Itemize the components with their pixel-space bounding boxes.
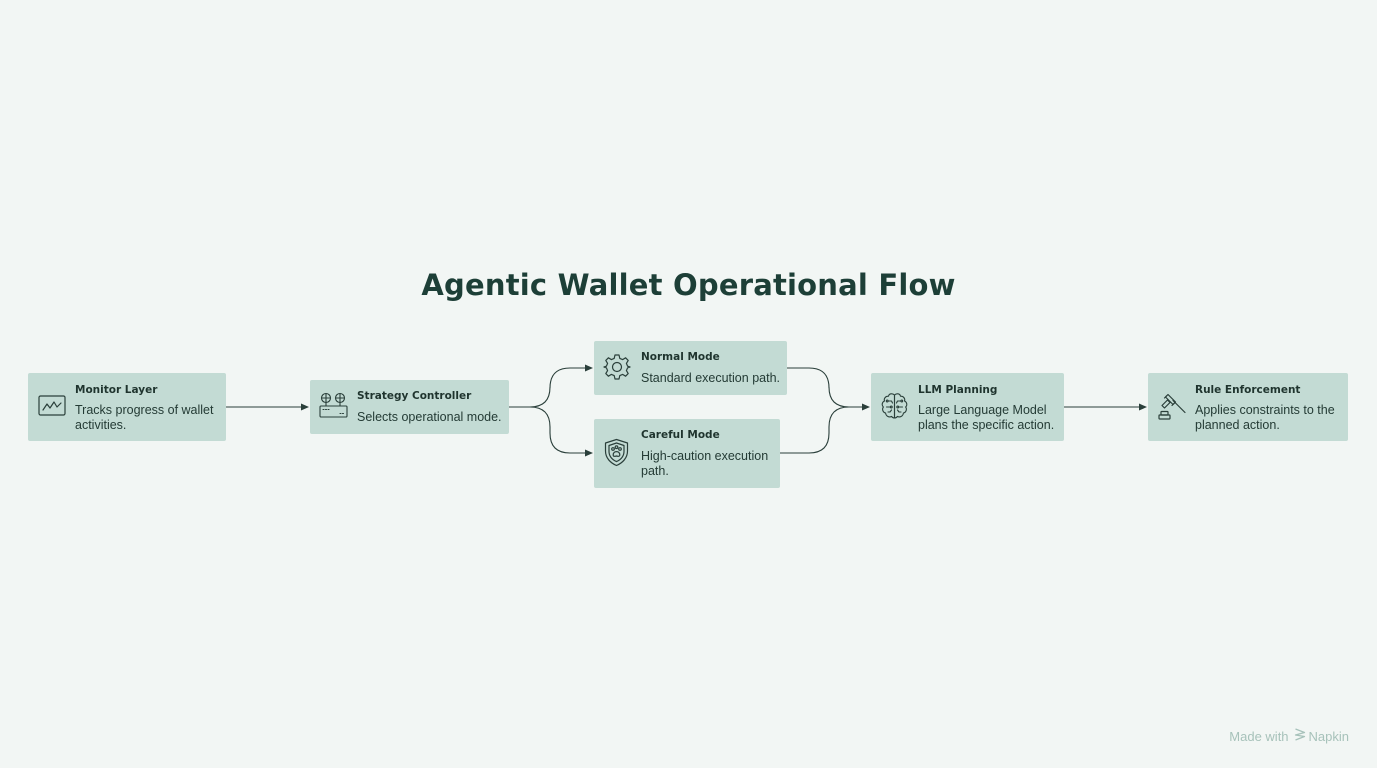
node-description: Tracks progress of wallet activities. — [75, 403, 214, 432]
edge-normal-to-llm — [787, 367, 870, 411]
node-description: Selects operational mode. — [357, 410, 502, 424]
node-title: LLM Planning — [918, 384, 998, 396]
brain-icon — [880, 392, 909, 425]
node-description: High-caution execution path. — [641, 449, 769, 478]
napkin-logo-icon — [1294, 728, 1306, 744]
switchboard-icon — [319, 392, 348, 426]
diagram-title: Agentic Wallet Operational Flow — [421, 268, 956, 302]
node-rule-enforcement: Rule Enforcement Applies constraints to … — [1148, 373, 1348, 441]
node-title: Careful Mode — [641, 429, 720, 441]
footer-brand-name: Napkin — [1308, 728, 1349, 744]
edge-strategy-to-careful — [529, 406, 593, 457]
edge-careful-to-llm — [780, 406, 850, 454]
activity-chart-icon — [38, 395, 66, 422]
footer-prefix: Made with — [1229, 728, 1289, 744]
node-title: Rule Enforcement — [1195, 384, 1301, 396]
node-title: Monitor Layer — [75, 384, 158, 396]
node-monitor-layer: Monitor Layer Tracks progress of wallet … — [28, 373, 226, 441]
gavel-icon — [1157, 392, 1187, 427]
node-description: Applies constraints to the planned actio… — [1195, 403, 1335, 432]
node-strategy-controller: Strategy Controller Selects operational … — [310, 380, 509, 434]
made-with-napkin-footer[interactable]: Made with Napkin — [1229, 728, 1349, 744]
node-description: Standard execution path. — [641, 371, 780, 385]
node-title: Strategy Controller — [357, 390, 472, 402]
node-llm-planning: LLM Planning Large Language Model plans … — [871, 373, 1064, 441]
napkin-brand: Napkin — [1294, 728, 1349, 744]
node-careful-mode: Careful Mode High-caution execution path… — [594, 419, 780, 488]
node-title: Normal Mode — [641, 351, 720, 363]
node-description: Large Language Model plans the specific … — [918, 403, 1055, 432]
gear-icon — [603, 353, 631, 386]
shield-icon — [604, 438, 629, 472]
edge-strategy-to-normal — [509, 364, 593, 408]
node-normal-mode: Normal Mode Standard execution path. — [594, 341, 787, 395]
